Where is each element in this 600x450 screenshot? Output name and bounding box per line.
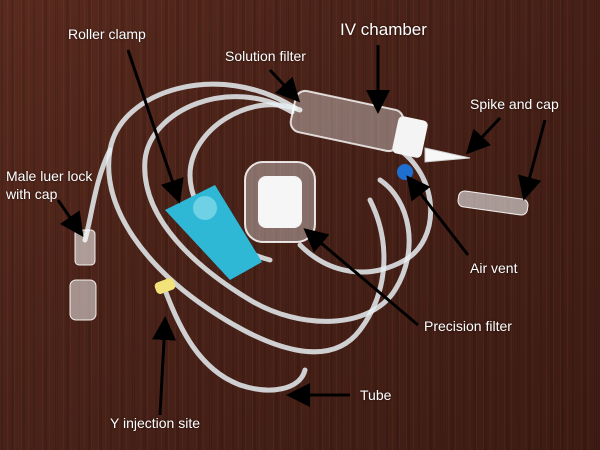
arrow-spike — [465, 116, 502, 155]
spike — [424, 147, 471, 163]
tube-middle-loop — [142, 94, 412, 324]
precision-filter — [244, 161, 316, 243]
label-tube: Tube — [360, 387, 392, 403]
roller-clamp — [165, 185, 262, 280]
label-roller-clamp: Roller clamp — [68, 26, 146, 42]
arrow-air-vent — [406, 175, 470, 256]
label-air-vent: Air vent — [470, 260, 518, 276]
male-luer-lock — [74, 229, 96, 266]
label-male-luer-line2: with cap — [6, 186, 58, 202]
label-spike-and-cap: Spike and cap — [470, 96, 559, 112]
arrow-spike-cap — [518, 119, 547, 201]
arrow-roller-clamp — [126, 49, 184, 204]
arrow-precision-filter — [303, 228, 419, 327]
arrow-male-luer — [56, 199, 84, 237]
tube-outer-loop — [106, 81, 387, 355]
label-solution-filter: Solution filter — [225, 48, 306, 64]
label-y-injection-site: Y injection site — [110, 415, 201, 431]
y-injection-site — [154, 278, 176, 294]
tube-lower-loop — [162, 287, 308, 393]
air-vent-cap — [397, 164, 413, 180]
label-precision-filter: Precision filter — [424, 318, 512, 334]
label-iv-chamber: IV chamber — [340, 20, 427, 39]
iv-chamber — [289, 89, 428, 158]
tube-left-lead — [82, 147, 113, 243]
arrow-y-site — [152, 316, 177, 416]
pointer-arrows — [56, 45, 547, 416]
spike-cap — [457, 190, 529, 216]
label-male-luer-line1: Male luer lock — [6, 168, 93, 184]
arrow-solution-filter — [268, 68, 301, 103]
luer-cap — [69, 279, 97, 321]
